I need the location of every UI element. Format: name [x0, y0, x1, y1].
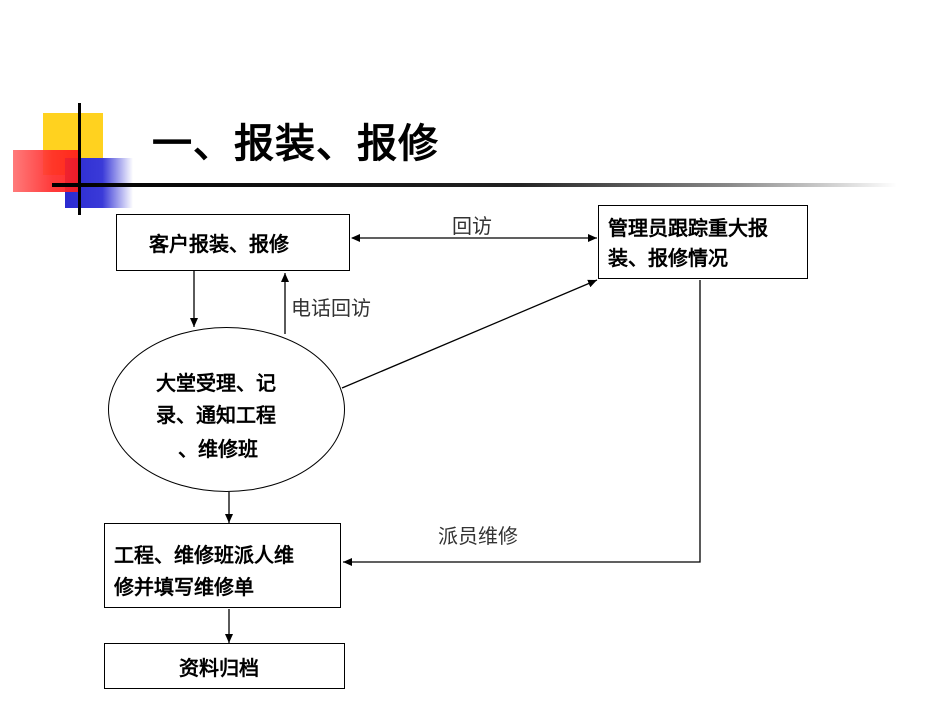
lobby-reception-line1: 大堂受理、记 [156, 371, 276, 395]
archive-box: 资料归档 [104, 643, 345, 689]
manager-tracking-line1: 管理员跟踪重大报 [608, 216, 768, 240]
page-title: 一、报装、报修 [152, 121, 439, 167]
title-underline [52, 183, 897, 187]
edge-manager-dispatch [343, 280, 701, 566]
dispatch-repair-line1: 工程、维修班派人维 [114, 543, 294, 567]
customer-request-label: 客户报装、报修 [149, 232, 289, 256]
manager-tracking-box: 管理员跟踪重大报 装、报修情况 [598, 205, 808, 279]
edge-label-dispatch-repair: 派员维修 [438, 524, 518, 548]
edge-label-revisit: 回访 [452, 214, 492, 238]
edge-lobby-manager [341, 279, 598, 389]
lobby-reception-line2: 录、通知工程 [156, 403, 276, 427]
manager-tracking-line2: 装、报修情况 [608, 246, 728, 270]
deco-vertical-line [78, 103, 81, 215]
dispatch-repair-box: 工程、维修班派人维 修并填写维修单 [104, 523, 341, 608]
edge-label-phone-revisit: 电话回访 [291, 296, 371, 320]
lobby-reception-ellipse [108, 327, 345, 492]
lobby-reception-line3: 、维修班 [178, 437, 258, 461]
dispatch-repair-line2: 修并填写维修单 [114, 575, 254, 599]
customer-request-box: 客户报装、报修 [116, 214, 350, 271]
archive-label: 资料归档 [179, 656, 259, 680]
